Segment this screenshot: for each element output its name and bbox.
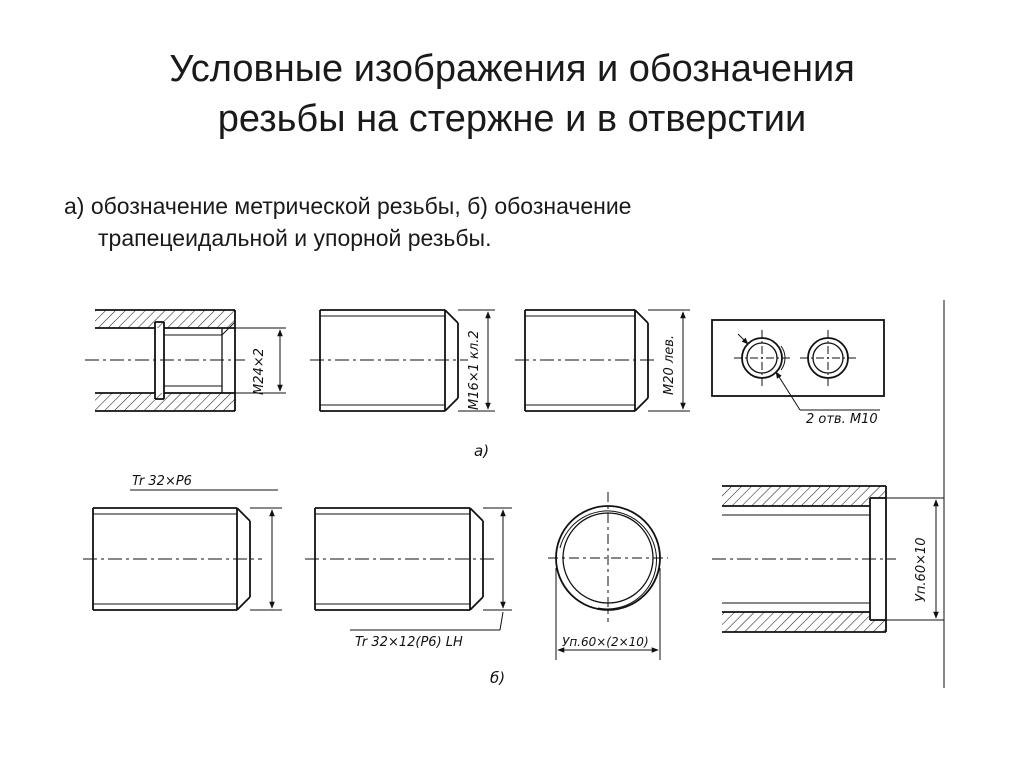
fig-hole-up60-section [712,485,944,633]
label-up60: Уп.60×10 [914,537,929,602]
label-m20: M20 лев. [662,335,677,395]
fig-rod-m16 [310,309,495,412]
label-tr32-lh: Tr 32×12(P6) LH [355,635,463,650]
subtitle-line-1: а) обозначение метрической резьбы, б) об… [64,193,632,219]
label-part-b: б) [490,669,505,687]
subtitle-line-2: трапецеидальной и упорной резьбы. [98,225,492,251]
fig-rod-m20 [515,309,690,412]
label-part-a: а) [474,442,489,460]
title-line-1: Условные изображения и обозначения [169,48,855,90]
label-tr32: Tr 32×P6 [132,474,192,489]
slide-subtitle: а) обозначение метрической резьбы, б) об… [64,190,964,254]
label-m24: M24×2 [252,348,267,395]
fig-rod-tr32-lh [305,507,512,631]
label-m10-holes: 2 отв. M10 [806,412,878,427]
fig-hole-m24-section [85,309,286,412]
fig-plate-m10-holes [711,319,885,411]
label-up60-circle: Уп.60×(2×10) [562,635,649,649]
slide-title: Условные изображения и обозначения резьб… [0,44,1024,144]
title-line-2: резьбы на стержне и в отверстии [217,98,807,140]
fig-circle-up60 [548,492,668,660]
fig-rod-tr32 [83,489,282,611]
label-m16: M16×1 кл.2 [467,330,482,410]
